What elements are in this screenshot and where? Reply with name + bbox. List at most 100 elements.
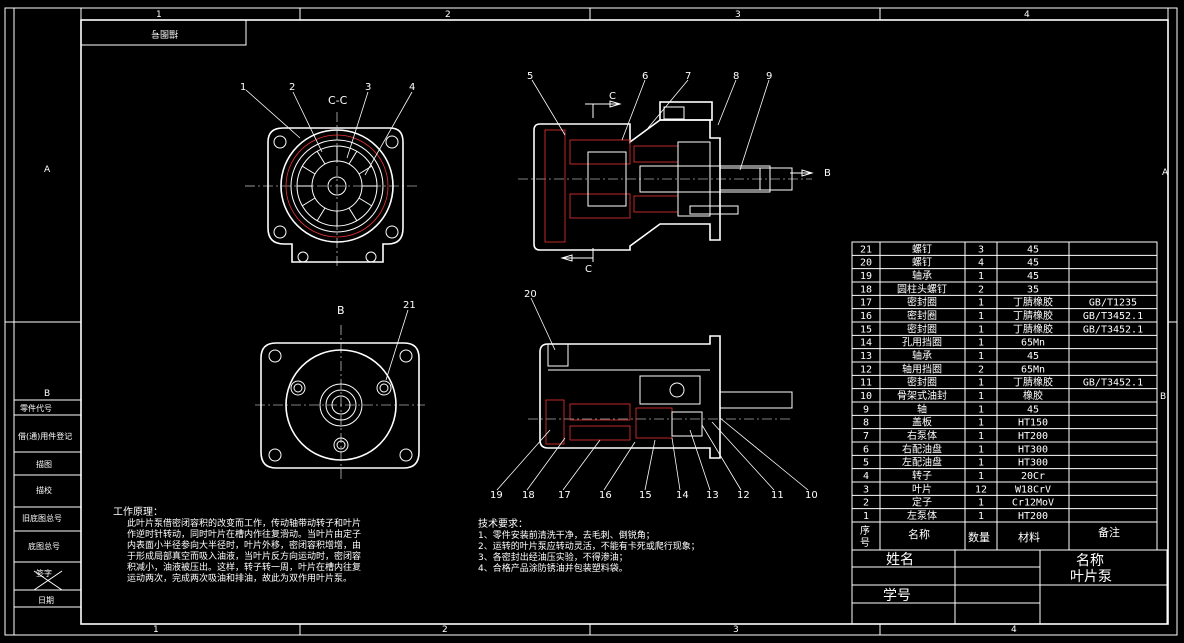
bom-cell-name: 密封圈 — [907, 309, 937, 322]
drawing-number-label: 描图号 — [151, 28, 178, 40]
work-principle-line: 于形成局部真空而吸入油液，当叶片反方向运动时，密闭容 — [127, 552, 362, 562]
tech-requirement-line: 1、零件安装前清洗干净，去毛刺、倒锐角； — [478, 531, 655, 541]
title-name-label: 姓名 — [886, 552, 914, 568]
bom-cell-mat: 45 — [1027, 244, 1039, 255]
title-part-name: 叶片泵 — [1070, 569, 1112, 585]
bom-cell-name: 右泵体 — [907, 429, 937, 442]
bom-cell-mat: HT200 — [1018, 431, 1048, 442]
balloon-12: 12 — [737, 490, 750, 501]
bom-cell-name: 右配油盘 — [902, 442, 942, 455]
balloon-13: 13 — [706, 490, 719, 501]
bom-cell-no: 5 — [863, 458, 869, 469]
zone-top-1: 1 — [156, 10, 162, 20]
balloon-17: 17 — [558, 490, 571, 501]
balloon-19: 19 — [490, 490, 503, 501]
bom-header-name: 名称 — [908, 527, 930, 541]
bom-cell-mat: 45 — [1027, 258, 1039, 269]
bom-cell-qty: 3 — [978, 244, 984, 255]
zone-right-b: B — [1160, 392, 1166, 402]
bom-cell-no: 11 — [860, 378, 872, 389]
bom-cell-no: 16 — [860, 311, 872, 322]
bom-cell-no: 8 — [863, 418, 869, 429]
bom-cell-qty: 1 — [978, 271, 984, 282]
view-b-label: B — [337, 304, 345, 317]
balloon-20: 20 — [524, 289, 537, 300]
bom-cell-mat: 65Mn — [1021, 338, 1045, 349]
bom-cell-mat: 橡胶 — [1023, 389, 1043, 402]
bom-cell-no: 21 — [860, 244, 872, 255]
bom-cell-name: 转子 — [912, 469, 932, 482]
bom-cell-name: 螺钉 — [912, 257, 932, 269]
zone-bottom-3: 3 — [733, 625, 739, 635]
bom-cell-mat: 45 — [1027, 271, 1039, 282]
bom-cell-mat: HT150 — [1018, 418, 1048, 429]
balloon-1: 1 — [240, 82, 246, 93]
balloon-10: 10 — [805, 490, 818, 501]
lower-section-view — [528, 335, 793, 459]
zone-top-3: 3 — [735, 10, 741, 20]
bom-cell-qty: 2 — [978, 284, 984, 295]
bom-table-grid — [851, 241, 1158, 551]
bom-cell-name: 孔用挡圈 — [902, 336, 942, 349]
bom-cell-name: 密封圈 — [907, 296, 937, 309]
bom-cell-name: 盖板 — [912, 416, 932, 429]
balloon-14: 14 — [676, 490, 689, 501]
zone-left-b: B — [44, 389, 50, 399]
section-arrow-c-bottom: C — [585, 264, 592, 275]
view-arrow-b: B — [824, 168, 831, 179]
main-section-view — [518, 100, 814, 262]
bom-cell-no: 6 — [863, 444, 869, 455]
bom-cell-qty: 1 — [978, 338, 984, 349]
bom-cell-note: GB/T3452.1 — [1083, 324, 1143, 335]
bom-cell-mat: 45 — [1027, 404, 1039, 415]
bom-cell-name: 轴 — [917, 402, 927, 415]
bom-cell-mat: 丁腈橡胶 — [1013, 376, 1053, 389]
bom-cell-qty: 1 — [978, 311, 984, 322]
bom-cell-note: GB/T3452.1 — [1083, 378, 1143, 389]
work-principle-line: 作逆时针转动，同时叶片在槽内作往复滑动。当叶片由定子 — [127, 530, 362, 540]
section-cc-label: C-C — [328, 94, 348, 107]
bom-cell-qty: 4 — [978, 258, 984, 269]
title-name-header: 名称 — [1076, 553, 1104, 569]
bom-cell-qty: 1 — [978, 444, 984, 455]
tech-requirements-title: 技术要求： — [478, 519, 528, 530]
bom-cell-no: 14 — [860, 338, 872, 349]
zone-bottom-1: 1 — [153, 625, 159, 635]
bom-cell-qty: 1 — [978, 351, 984, 362]
bom-cell-qty: 1 — [978, 391, 984, 402]
bom-cell-no: 7 — [863, 431, 869, 442]
bom-cell-no: 1 — [863, 511, 869, 522]
work-principle-line: 此叶片泵借密闭容积的改变而工作，传动轴带动转子和叶片 — [127, 519, 362, 529]
view-b — [255, 325, 425, 480]
bom-cell-qty: 1 — [978, 431, 984, 442]
bom-cell-qty: 1 — [978, 498, 984, 509]
balloon-2: 2 — [289, 82, 295, 93]
bom-cell-qty: 1 — [978, 471, 984, 482]
balloon-15: 15 — [639, 490, 652, 501]
bom-cell-no: 3 — [863, 484, 869, 495]
strip-old-base-no: 旧底图总号 — [22, 513, 62, 523]
bom-cell-name: 密封圈 — [907, 376, 937, 389]
balloon-4: 4 — [409, 82, 415, 93]
strip-trace-check: 描校 — [36, 485, 52, 495]
bom-cell-name: 圆柱头螺钉 — [897, 282, 947, 295]
bom-cell-mat: HT200 — [1018, 511, 1048, 522]
bom-cell-mat: Cr12MoV — [1012, 498, 1054, 509]
bom-cell-name: 左配油盘 — [902, 456, 942, 469]
zone-bottom-2: 2 — [442, 625, 448, 635]
bom-cell-name: 轴承 — [912, 349, 932, 362]
tech-requirement-line: 2、运转的叶片泵应转动灵活，不能有卡死或爬行现象； — [478, 542, 700, 552]
zone-right-a: A — [1162, 168, 1169, 178]
bom-cell-no: 20 — [860, 258, 872, 269]
balloon-5: 5 — [527, 71, 533, 82]
work-principle-notes: 工作原理： 此叶片泵借密闭容积的改变而工作，传动轴带动转子和叶片 作逆时针转动，… — [113, 507, 361, 585]
bom-cell-name: 骨架式油封 — [897, 389, 947, 402]
bom-header-note: 备注 — [1098, 525, 1120, 539]
zone-top-4: 4 — [1024, 10, 1030, 20]
bom-header-material: 材料 — [1018, 530, 1040, 544]
strip-trace: 描图 — [36, 459, 52, 469]
bom-cell-qty: 1 — [978, 458, 984, 469]
bom-cell-note: GB/T1235 — [1089, 298, 1137, 309]
